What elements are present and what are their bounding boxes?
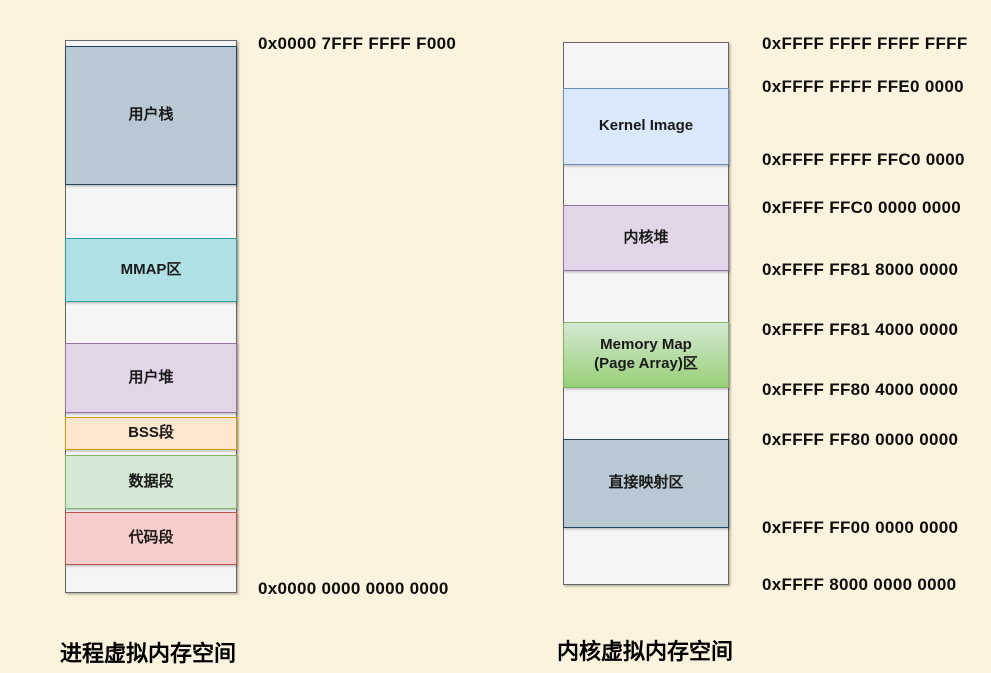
user-stack-segment: 用户栈 [65,46,237,185]
code-segment: 代码段 [65,512,237,565]
process-address-label: 0x0000 0000 0000 0000 [258,579,449,598]
kernel-address-label: 0xFFFF FFFF FFE0 0000 [762,77,964,96]
kernel-space-title: 内核虚拟内存空间 [557,639,734,664]
bss-segment: BSS段 [65,417,237,450]
user-heap-segment: 用户堆 [65,343,237,413]
kernel-address-label: 0xFFFF FF80 0000 0000 [762,430,959,449]
kernel-address-label: 0xFFFF 8000 0000 0000 [762,575,957,594]
kernel-address-label: 0xFFFF FF00 0000 0000 [762,518,959,537]
kernel-heap-segment: 内核堆 [563,205,729,271]
kernel-address-label: 0xFFFF FF81 4000 0000 [762,320,959,339]
kernel-address-label: 0xFFFF FFC0 0000 0000 [762,198,962,217]
kernel-address-label: 0xFFFF FF81 8000 0000 [762,260,959,279]
kernel-address-label: 0xFFFF FFFF FFC0 0000 [762,150,965,169]
data-segment: 数据段 [65,455,237,509]
kernel-address-label: 0xFFFF FFFF FFFF FFFF [762,34,968,53]
direct-mapping-segment: 直接映射区 [563,439,729,528]
process-space-title: 进程虚拟内存空间 [60,641,237,666]
process-address-label: 0x0000 7FFF FFFF F000 [258,34,457,53]
memory-map-segment: Memory Map (Page Array)区 [563,322,729,388]
kernel-image-segment: Kernel Image [563,88,729,165]
kernel-address-label: 0xFFFF FF80 4000 0000 [762,380,959,399]
mmap-segment: MMAP区 [65,238,237,302]
